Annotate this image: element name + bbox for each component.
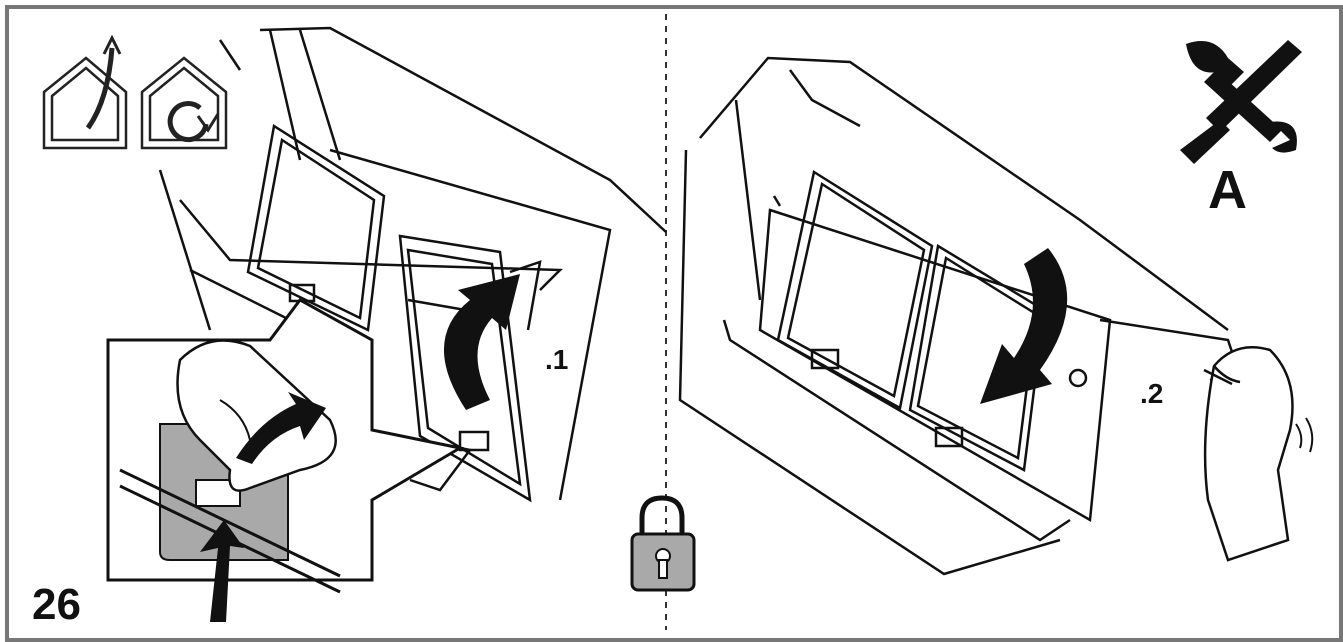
- detail-inset: [106, 298, 465, 622]
- close-flap-arrow: [980, 248, 1068, 404]
- house-recirculation-icon: [140, 56, 228, 150]
- hood-closed-right: [678, 56, 1242, 576]
- wrench-screwdriver-icon: [1180, 40, 1302, 164]
- padlock-icon: [630, 495, 696, 592]
- figure-number: 26: [32, 580, 81, 629]
- step-label-1: .1: [545, 344, 569, 375]
- motion-lines: [1295, 417, 1314, 453]
- tool-letter: A: [1208, 160, 1247, 220]
- lift-flap-arrow: [443, 274, 520, 410]
- gloved-hand: [1203, 346, 1294, 562]
- step-label-2: .2: [1140, 378, 1164, 409]
- house-exhaust-icon: [42, 34, 128, 150]
